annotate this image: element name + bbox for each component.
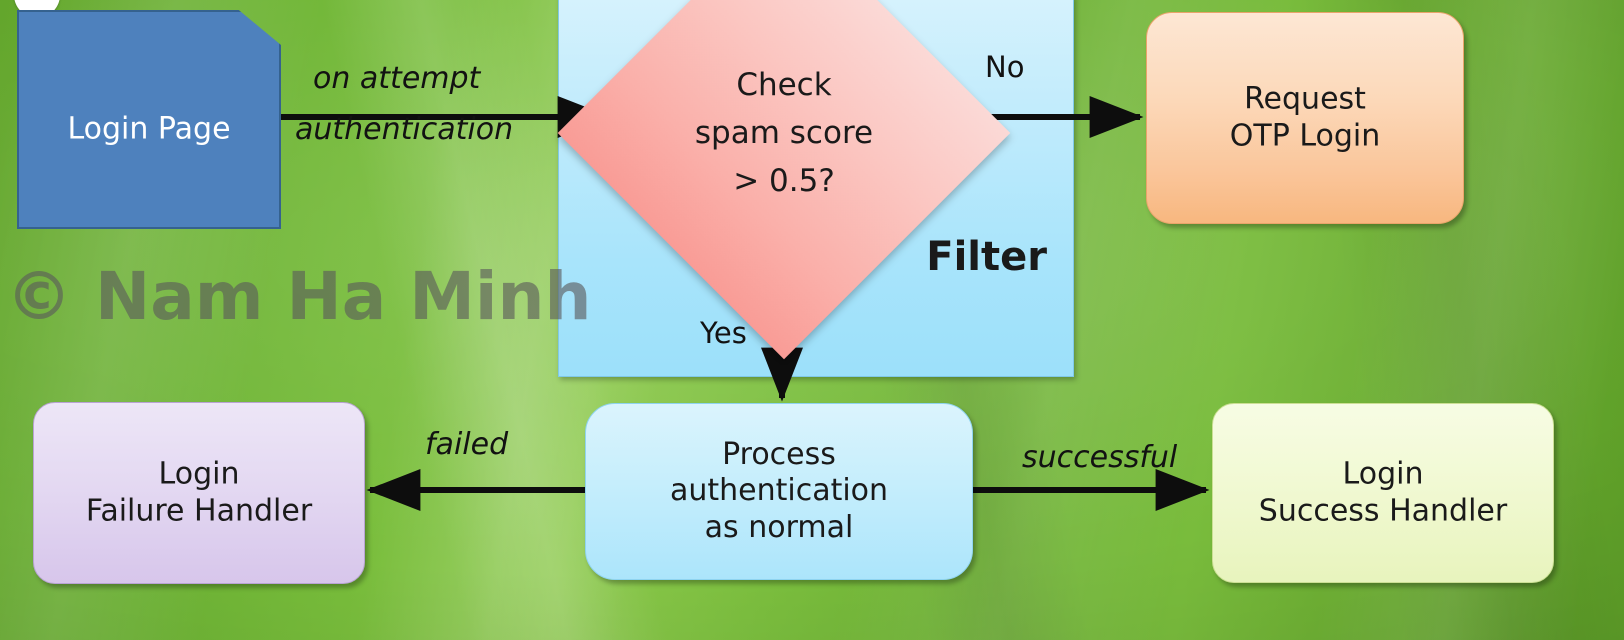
- node-check-spam-score-label: Check spam score > 0.5?: [694, 66, 874, 200]
- node-request-otp-login[interactable]: Request OTP Login: [1146, 12, 1464, 224]
- filter-container-label: Filter: [926, 234, 1047, 280]
- edge-label-on-attempt: on attempt: [313, 61, 481, 96]
- node-request-otp-login-label: Request OTP Login: [1229, 81, 1381, 153]
- node-process-authentication[interactable]: Process authentication as normal: [585, 403, 973, 580]
- edge-label-failed: failed: [425, 427, 509, 462]
- watermark: © Nam Ha Minh: [6, 258, 592, 335]
- node-login-page[interactable]: Login Page: [17, 10, 281, 229]
- node-process-authentication-label: Process authentication as normal: [669, 436, 889, 545]
- node-login-failure-handler-label: Login Failure Handler: [85, 456, 313, 528]
- node-login-page-label: Login Page: [67, 111, 231, 147]
- edge-label-successful: successful: [1022, 440, 1178, 475]
- edge-label-authentication: authentication: [295, 112, 514, 147]
- node-login-success-handler-label: Login Success Handler: [1258, 456, 1508, 528]
- node-login-failure-handler[interactable]: Login Failure Handler: [33, 402, 365, 584]
- edge-label-no: No: [985, 50, 1025, 84]
- node-login-success-handler[interactable]: Login Success Handler: [1212, 403, 1554, 583]
- edge-label-yes: Yes: [700, 316, 747, 350]
